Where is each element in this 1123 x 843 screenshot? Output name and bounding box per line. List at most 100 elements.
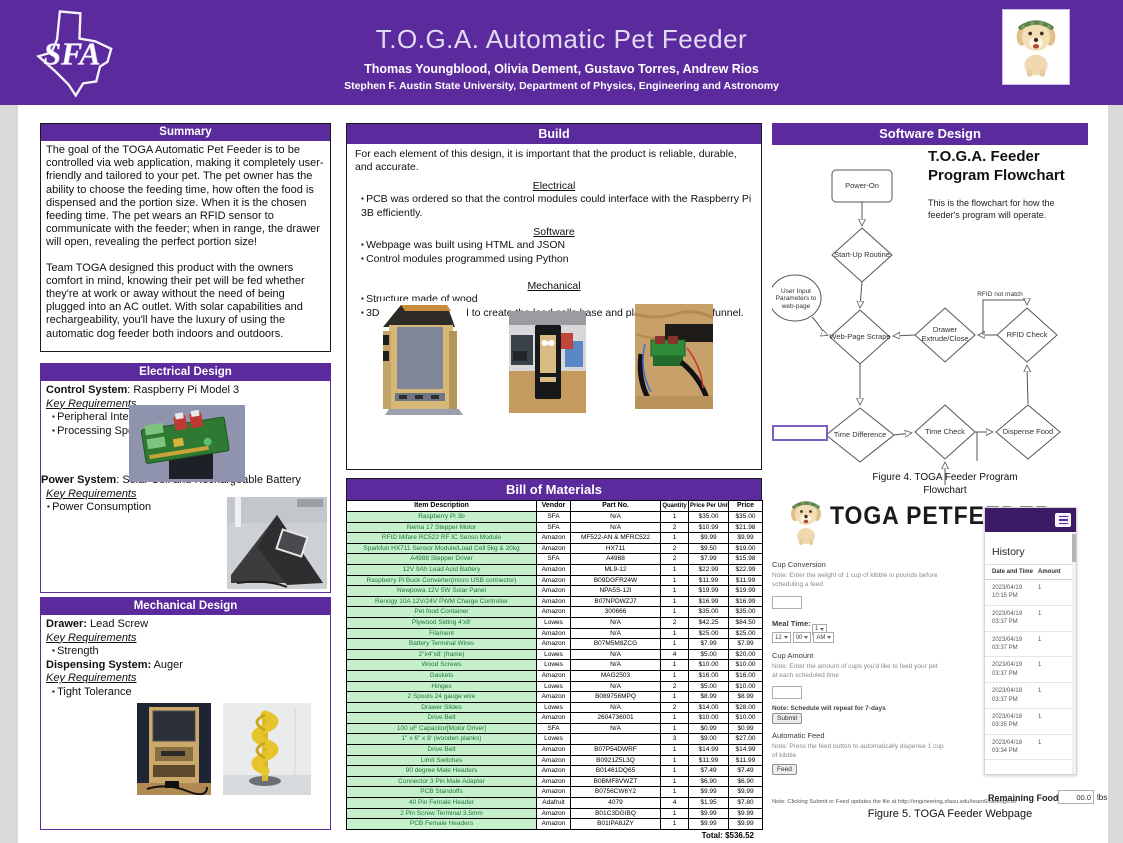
bom-price-cell: $9.99	[728, 807, 763, 820]
bom-price-cell: $6.90	[728, 775, 763, 788]
bom-price-cell: $8.99	[728, 691, 763, 703]
bom-row: Raspberry Pi Buck Converter(micro USB co…	[346, 574, 763, 587]
bom-item-cell: Raspberry Pi Buck Converter(micro USB co…	[346, 574, 537, 587]
bom-ppu-cell: $9.99	[688, 532, 729, 544]
bom-part-cell: B01461DQ65	[570, 765, 661, 777]
mechanical-design-title: Mechanical Design	[41, 598, 330, 615]
build-heading-mechanical: Mechanical	[527, 280, 581, 292]
feed-button[interactable]: Feed	[772, 764, 797, 775]
bom-item-cell: 100 uF Capacitor[Motor Driver]	[346, 722, 537, 735]
mechanical-design-section: Mechanical Design Drawer: Lead Screw Key…	[40, 597, 331, 830]
bom-table: Item Description Vendor Part No. Quantit…	[346, 500, 763, 830]
bom-price-cell: $7.49	[728, 765, 763, 777]
history-date-cell: 2023/04/19 03:37 PM	[992, 662, 1023, 677]
bom-item-cell: Hinges	[346, 680, 537, 693]
bom-qty-cell: 1	[660, 722, 689, 735]
bom-vendor-cell: SFA	[536, 511, 571, 523]
bom-ppu-cell: $35.00	[688, 606, 729, 618]
bom-item-cell: Connector 3 Pin Male Adapter	[346, 775, 537, 788]
bom-ppu-cell: $11.99	[688, 574, 729, 587]
bom-qty-cell: 3	[660, 733, 689, 746]
bom-ppu-cell: $7.49	[688, 765, 729, 777]
bom-row: RFID Mifare RC522 RF IC Senso Module Ama…	[346, 532, 763, 544]
bom-item-cell: Drawer Slides	[346, 701, 537, 714]
key-requirements-label: Key Requirements	[46, 487, 137, 500]
cup-amount-note: Note: Enter the amount of cups you'd lik…	[772, 663, 938, 680]
solar-panel-photo	[227, 497, 327, 589]
history-amount-cell: 1	[1038, 662, 1042, 669]
minute-select[interactable]: 00	[792, 632, 812, 643]
meal-count-value: 1	[815, 626, 819, 632]
history-date-cell: 2023/04/19 03:37 PM	[992, 610, 1023, 626]
bom-part-cell: 300666	[570, 606, 661, 618]
key-requirements-label: Key Requirements	[46, 397, 137, 410]
bom-part-cell: B07M5M8ZCG	[570, 638, 661, 650]
remaining-food-input[interactable]: 00.0	[1058, 790, 1094, 804]
bom-qty-cell: 4	[660, 648, 689, 661]
bom-vendor-cell: Amazon	[536, 744, 571, 756]
bom-ppu-cell: $7.99	[688, 553, 729, 565]
history-date-cell: 2023/04/18 03:37 PM	[992, 688, 1023, 703]
hour-select[interactable]: 12	[772, 632, 791, 643]
bom-qty-cell: 1	[660, 511, 689, 523]
menu-button[interactable]	[1055, 513, 1071, 527]
bom-price-cell: $9.99	[728, 818, 763, 830]
bom-row: Connector 3 Pin Male Adapter Amazon B0BM…	[346, 775, 763, 788]
bom-vendor-cell: Amazon	[536, 638, 571, 650]
bullet-item: Control modules programmed using Python	[361, 253, 753, 267]
bom-item-cell: Renogy 10A 12V/24V PWM Charge Controller	[346, 595, 537, 608]
bom-price-cell: $16.00	[728, 669, 763, 682]
hamburger-menu-icon	[1058, 522, 1068, 525]
bom-row: Newpowa 12V 5W Solar Panel Amazon NPA5S-…	[346, 585, 763, 597]
bom-item-cell: Drive Belt	[346, 712, 537, 724]
bom-vendor-cell: SFA	[536, 521, 571, 534]
bom-item-cell: 12V 9Ah Lead Acid Battery	[346, 563, 537, 576]
bom-part-cell: N/A	[570, 722, 661, 735]
history-scrollbar-thumb[interactable]	[1072, 534, 1076, 562]
bom-row: Drive Belt Amazon 2604736001 1 $10.00 $1…	[346, 712, 763, 724]
bom-item-cell: A4988 Stepper Driver	[346, 553, 537, 565]
history-date-cell: 2023/04/19 10:15 PM	[992, 585, 1023, 600]
caret-down-icon	[804, 636, 809, 639]
bom-vendor-cell: Amazon	[536, 754, 571, 767]
bom-ppu-cell: $11.99	[688, 754, 729, 767]
bom-vendor-cell: Amazon	[536, 606, 571, 618]
dog-mascot-image	[1002, 9, 1070, 85]
bom-qty-cell: 2	[660, 542, 689, 555]
cup-amount-input[interactable]	[772, 686, 802, 699]
bom-vendor-cell: Amazon	[536, 818, 571, 830]
submit-button[interactable]: Submit	[772, 713, 803, 724]
bom-part-cell: NPA5S-12I	[570, 585, 661, 597]
bom-vendor-cell: Amazon	[536, 807, 571, 820]
ampm-select[interactable]: AM	[813, 632, 835, 643]
bom-part-cell: B089756MPQ	[570, 691, 661, 703]
bom-vendor-cell: Amazon	[536, 765, 571, 777]
wiring-photo	[635, 304, 713, 409]
cad-feeder-render	[381, 301, 467, 419]
bom-part-cell: B0756CW6Y2	[570, 786, 661, 799]
bom-ppu-cell: $9.00	[688, 733, 729, 746]
schedule-note: Note: Schedule will repeat for 7-days	[772, 705, 886, 712]
bom-qty-cell: 1	[660, 807, 689, 820]
bom-price-cell: $27.00	[728, 733, 763, 746]
bom-vendor-cell: Amazon	[536, 532, 571, 544]
bom-qty-cell: 1	[660, 595, 689, 608]
bom-price-cell: $11.99	[728, 754, 763, 767]
bom-row: PCB Standoffs Amazon B0756CW6Y2 1 $9.99 …	[346, 786, 763, 799]
bom-part-cell: B01IPA8JZY	[570, 818, 661, 830]
bom-vendor-cell: SFA	[536, 722, 571, 735]
bom-part-cell: B0921Z5L3Q	[570, 754, 661, 767]
cup-conversion-input[interactable]	[772, 596, 802, 609]
bom-ppu-cell: $16.99	[688, 595, 729, 608]
bom-vendor-cell: Lowes	[536, 616, 571, 629]
caret-down-icon	[783, 636, 788, 639]
automatic-feed-label: Automatic Feed	[772, 731, 825, 740]
history-row: 2023/04/19 03:37 PM 1	[985, 632, 1076, 658]
bom-part-cell: N/A	[570, 701, 661, 714]
bom-price-cell: $28.00	[728, 701, 763, 714]
bom-col-vendor: Vendor	[536, 500, 571, 512]
history-scrollbar[interactable]	[1072, 532, 1076, 774]
bom-part-cell: N/A	[570, 648, 661, 661]
bom-row: 90 degree Male Headers Amazon B01461DQ65…	[346, 765, 763, 777]
bom-vendor-cell: Amazon	[536, 712, 571, 724]
